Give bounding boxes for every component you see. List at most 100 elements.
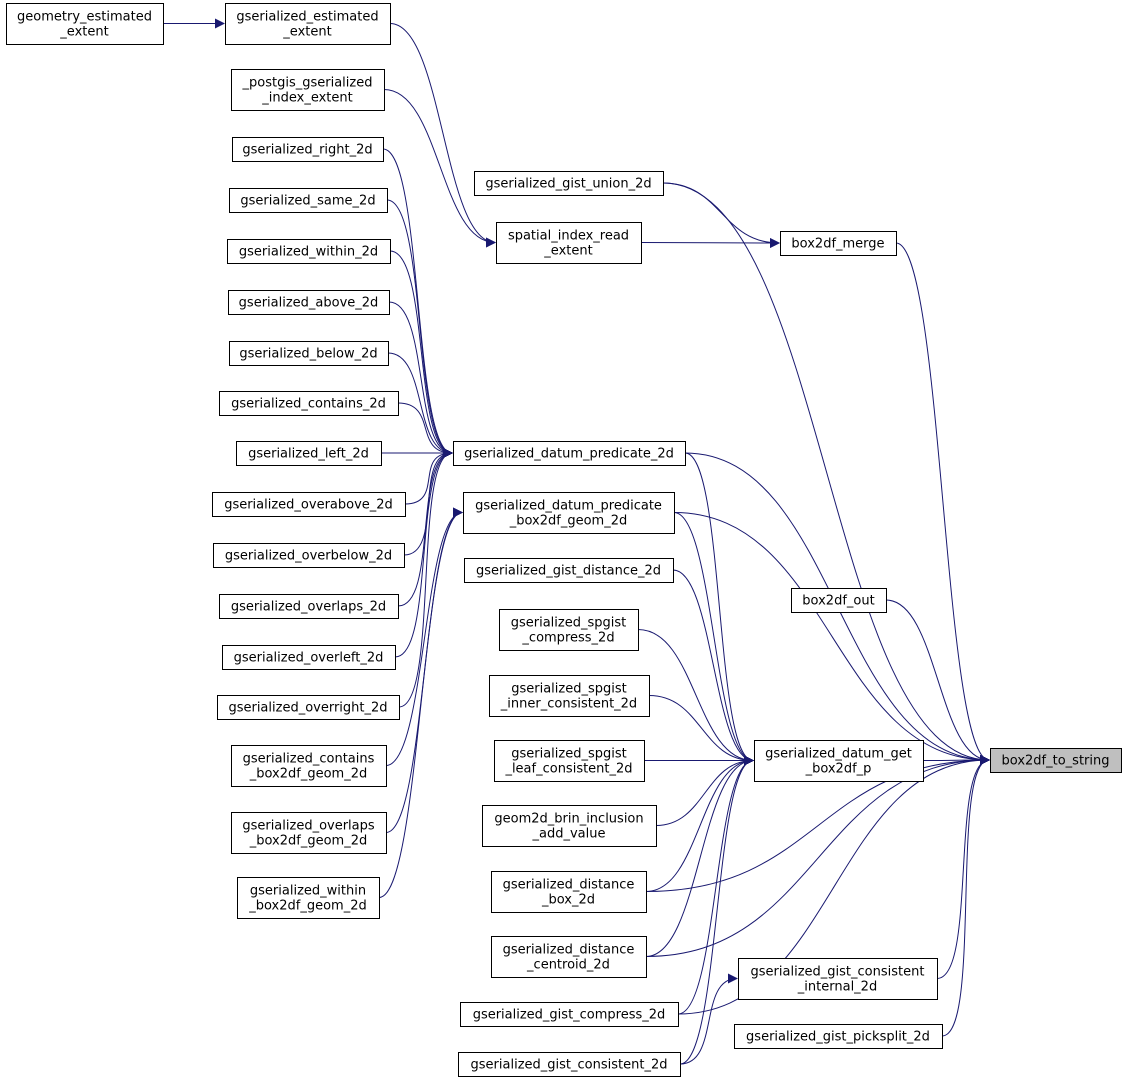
- node-label-line: _extent: [282, 25, 331, 40]
- edge-gserialized-gist-consistent-internal-2d-to-box2df-to-string: [936, 755, 990, 979]
- edge-gserialized-gist-union-2d-to-box2df-to-string: [662, 182, 990, 765]
- node-gserialized-overabove-2d[interactable]: gserialized_overabove_2d: [212, 492, 406, 517]
- node-box2df-to-string[interactable]: box2df_to_string: [990, 748, 1122, 773]
- node-box: [791, 588, 887, 613]
- edges-layer: [163, 18, 990, 1065]
- node-gserialized-left-2d[interactable]: gserialized_left_2d: [236, 441, 382, 466]
- node-gserialized-spgist-leaf-consistent-2d[interactable]: gserialized_spgist_leaf_consistent_2d: [494, 740, 645, 782]
- node-label-line: gserialized_datum_get: [765, 747, 912, 762]
- node-box: [464, 558, 674, 583]
- node-box: [460, 1002, 679, 1027]
- node-label-line: gserialized_spgist: [511, 747, 627, 762]
- node-gserialized-gist-picksplit-2d[interactable]: gserialized_gist_picksplit_2d: [734, 1024, 943, 1049]
- node-gserialized-spgist-inner-consistent-2d[interactable]: gserialized_spgist_inner_consistent_2d: [489, 675, 650, 717]
- node-gserialized-distance-centroid-2d[interactable]: gserialized_distance_centroid_2d: [491, 936, 647, 978]
- node-postgis-gserialized-index-extent[interactable]: _postgis_gserialized_index_extent: [231, 69, 385, 111]
- nodes-layer: geometry_estimated_extentgserialized_est…: [6, 3, 1122, 1077]
- node-gserialized-within-box2df-geom-2d[interactable]: gserialized_within_box2df_geom_2d: [237, 877, 380, 919]
- node-box: [219, 391, 399, 416]
- node-label-line: gserialized_above_2d: [239, 296, 379, 311]
- node-gserialized-overright-2d[interactable]: gserialized_overright_2d: [217, 695, 400, 720]
- node-gserialized-gist-consistent-internal-2d[interactable]: gserialized_gist_consistent_internal_2d: [738, 958, 938, 1000]
- edge-gserialized-datum-predicate-box2df-geom-2d-to-gserialized-datum-get-box2df-p: [673, 512, 754, 766]
- node-gserialized-gist-union-2d[interactable]: gserialized_gist_union_2d: [474, 171, 664, 196]
- edge-gserialized-distance-box-2d-to-box2df-to-string: [645, 755, 990, 892]
- node-label-line: _box2df_p: [805, 762, 872, 777]
- node-gserialized-distance-box-2d[interactable]: gserialized_distance_box_2d: [491, 871, 647, 913]
- node-box: [734, 1024, 943, 1049]
- node-label-line: spatial_index_read: [508, 229, 629, 244]
- edge-gserialized-gist-compress-2d-to-box2df-to-string: [677, 755, 990, 1015]
- node-box: [489, 675, 650, 717]
- node-gserialized-above-2d[interactable]: gserialized_above_2d: [228, 290, 390, 315]
- node-label-line: gserialized_same_2d: [240, 194, 375, 209]
- edge-gserialized-right-2d-to-gserialized-datum-predicate-2d: [382, 148, 453, 458]
- node-gserialized-gist-compress-2d[interactable]: gserialized_gist_compress_2d: [460, 1002, 679, 1027]
- node-spatial-index-read-extent[interactable]: spatial_index_read_extent: [496, 222, 642, 264]
- edge-gserialized-spgist-inner-consistent-2d-to-gserialized-datum-get-box2df-p: [648, 695, 754, 766]
- node-gserialized-datum-predicate-box2df-geom-2d[interactable]: gserialized_datum_predicate_box2df_geom_…: [463, 492, 675, 534]
- node-label-line: gserialized_estimated: [236, 10, 378, 25]
- edge-gserialized-above-2d-to-gserialized-datum-predicate-2d: [388, 301, 453, 458]
- node-box: [219, 594, 399, 619]
- node-gserialized-within-2d[interactable]: gserialized_within_2d: [227, 239, 391, 264]
- node-gserialized-right-2d[interactable]: gserialized_right_2d: [232, 137, 384, 162]
- node-box: [458, 1052, 681, 1077]
- node-box: [231, 745, 387, 787]
- node-label-line: _box2df_geom_2d: [249, 767, 368, 782]
- edge-gserialized-gist-distance-2d-to-gserialized-datum-get-box2df-p: [672, 569, 754, 766]
- node-box: [213, 543, 405, 568]
- node-label-line: _extent: [543, 244, 592, 259]
- node-gserialized-below-2d[interactable]: gserialized_below_2d: [229, 341, 389, 366]
- node-box: [491, 936, 647, 978]
- edge-box2df-out-to-box2df-to-string: [885, 599, 990, 765]
- node-box: [225, 3, 391, 45]
- node-label-line: _box_2d: [541, 893, 595, 908]
- node-box: [990, 748, 1122, 773]
- node-box2df-out[interactable]: box2df_out: [791, 588, 887, 613]
- node-box: [237, 877, 380, 919]
- node-box: [222, 645, 396, 670]
- node-label-line: gserialized_below_2d: [239, 347, 377, 362]
- node-box: [738, 958, 938, 1000]
- node-label-line: gserialized_within_2d: [239, 245, 378, 260]
- node-label-line: gserialized_overlaps: [242, 819, 375, 834]
- node-box: [232, 137, 384, 162]
- node-gserialized-contains-box2df-geom-2d[interactable]: gserialized_contains_box2df_geom_2d: [231, 745, 387, 787]
- edge-gserialized-overabove-2d-to-gserialized-datum-predicate-2d: [404, 448, 453, 505]
- node-label-line: gserialized_contains: [243, 752, 375, 767]
- node-gserialized-contains-2d[interactable]: gserialized_contains_2d: [219, 391, 399, 416]
- node-geometry-estimated-extent[interactable]: geometry_estimated_extent: [6, 3, 164, 45]
- node-geom2d-brin-inclusion-add-value[interactable]: geom2d_brin_inclusion_add_value: [482, 805, 657, 847]
- edge-gserialized-distance-box-2d-to-gserialized-datum-get-box2df-p: [645, 755, 754, 892]
- node-gserialized-datum-get-box2df-p[interactable]: gserialized_datum_get_box2df_p: [754, 740, 924, 782]
- node-label-line: gserialized_overright_2d: [228, 701, 387, 716]
- node-gserialized-same-2d[interactable]: gserialized_same_2d: [229, 188, 388, 213]
- node-gserialized-gist-distance-2d[interactable]: gserialized_gist_distance_2d: [464, 558, 674, 583]
- node-label-line: gserialized_within: [250, 884, 366, 899]
- node-label-line: gserialized_spgist: [511, 616, 627, 631]
- node-gserialized-gist-consistent-2d[interactable]: gserialized_gist_consistent_2d: [458, 1052, 681, 1077]
- node-label-line: gserialized_left_2d: [248, 447, 369, 462]
- node-label-line: _extent: [59, 25, 108, 40]
- node-box: [474, 171, 664, 196]
- edge-gserialized-gist-consistent-2d-to-gserialized-gist-consistent-internal-2d: [679, 973, 738, 1065]
- node-gserialized-overbelow-2d[interactable]: gserialized_overbelow_2d: [213, 543, 405, 568]
- node-label-line: geometry_estimated: [17, 10, 152, 25]
- node-gserialized-estimated-extent[interactable]: gserialized_estimated_extent: [225, 3, 391, 45]
- node-gserialized-datum-predicate-2d[interactable]: gserialized_datum_predicate_2d: [453, 441, 686, 466]
- node-label-line: geom2d_brin_inclusion: [494, 812, 643, 827]
- node-box: [228, 290, 390, 315]
- node-box: [496, 222, 642, 264]
- node-box2df-merge[interactable]: box2df_merge: [780, 231, 897, 256]
- node-box: [212, 492, 406, 517]
- node-gserialized-overleft-2d[interactable]: gserialized_overleft_2d: [222, 645, 396, 670]
- node-gserialized-spgist-compress-2d[interactable]: gserialized_spgist_compress_2d: [499, 609, 639, 651]
- edge-geom2d-brin-inclusion-add-value-to-gserialized-datum-get-box2df-p: [655, 755, 754, 826]
- edge-gserialized-contains-2d-to-gserialized-datum-predicate-2d: [397, 402, 453, 458]
- edge-gserialized-gist-consistent-2d-to-gserialized-datum-get-box2df-p: [679, 755, 754, 1065]
- node-gserialized-overlaps-2d[interactable]: gserialized_overlaps_2d: [219, 594, 399, 619]
- node-label-line: box2df_to_string: [1002, 754, 1110, 769]
- node-gserialized-overlaps-box2df-geom-2d[interactable]: gserialized_overlaps_box2df_geom_2d: [231, 812, 387, 854]
- node-label-line: gserialized_datum_predicate: [475, 499, 662, 514]
